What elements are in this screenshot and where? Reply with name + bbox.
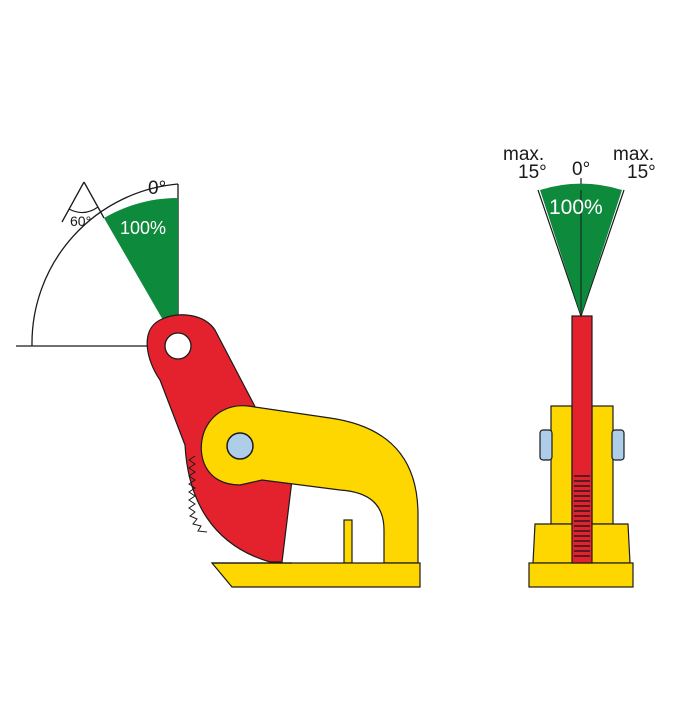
side-angle-zero-label: 0°: [148, 178, 166, 199]
front-right-side-plate: [591, 405, 614, 525]
side-capacity-sector: [104, 198, 178, 346]
pivot-pin: [226, 432, 254, 460]
front-base-plate: [528, 562, 634, 588]
front-right-angle-label: 15°: [627, 162, 656, 183]
clamp-base-plate: [210, 562, 421, 588]
sixty-degree-marker-right: [83, 181, 105, 219]
guide-plate: [343, 519, 353, 564]
front-right-pin: [611, 429, 625, 461]
side-view: 60° 100% 0°: [16, 178, 421, 588]
front-view: 100% max. 15° 0° max. 15°: [503, 144, 656, 588]
sixty-degree-arc: [31, 183, 179, 347]
front-capacity-label: 100%: [549, 196, 603, 219]
cam-serration: [188, 455, 208, 533]
front-left-limit-line: [537, 189, 582, 317]
sixty-degree-marker-arc: [68, 206, 99, 214]
front-serration: [574, 475, 590, 557]
sixty-degree-marker-left: [61, 181, 85, 223]
front-left-pin: [539, 429, 553, 461]
front-right-max-label: max.: [613, 144, 654, 165]
side-capacity-label: 100%: [120, 218, 166, 238]
yellow-clamp-body: [200, 405, 419, 564]
front-right-limit-line: [580, 189, 625, 317]
front-zero-label: 0°: [572, 159, 590, 180]
front-left-angle-label: 15°: [518, 162, 547, 183]
angle-limit-label: 60°: [70, 213, 91, 229]
front-left-max-label: max.: [503, 144, 544, 165]
lifting-eye-hole: [164, 332, 192, 360]
front-left-side-plate: [550, 405, 573, 525]
